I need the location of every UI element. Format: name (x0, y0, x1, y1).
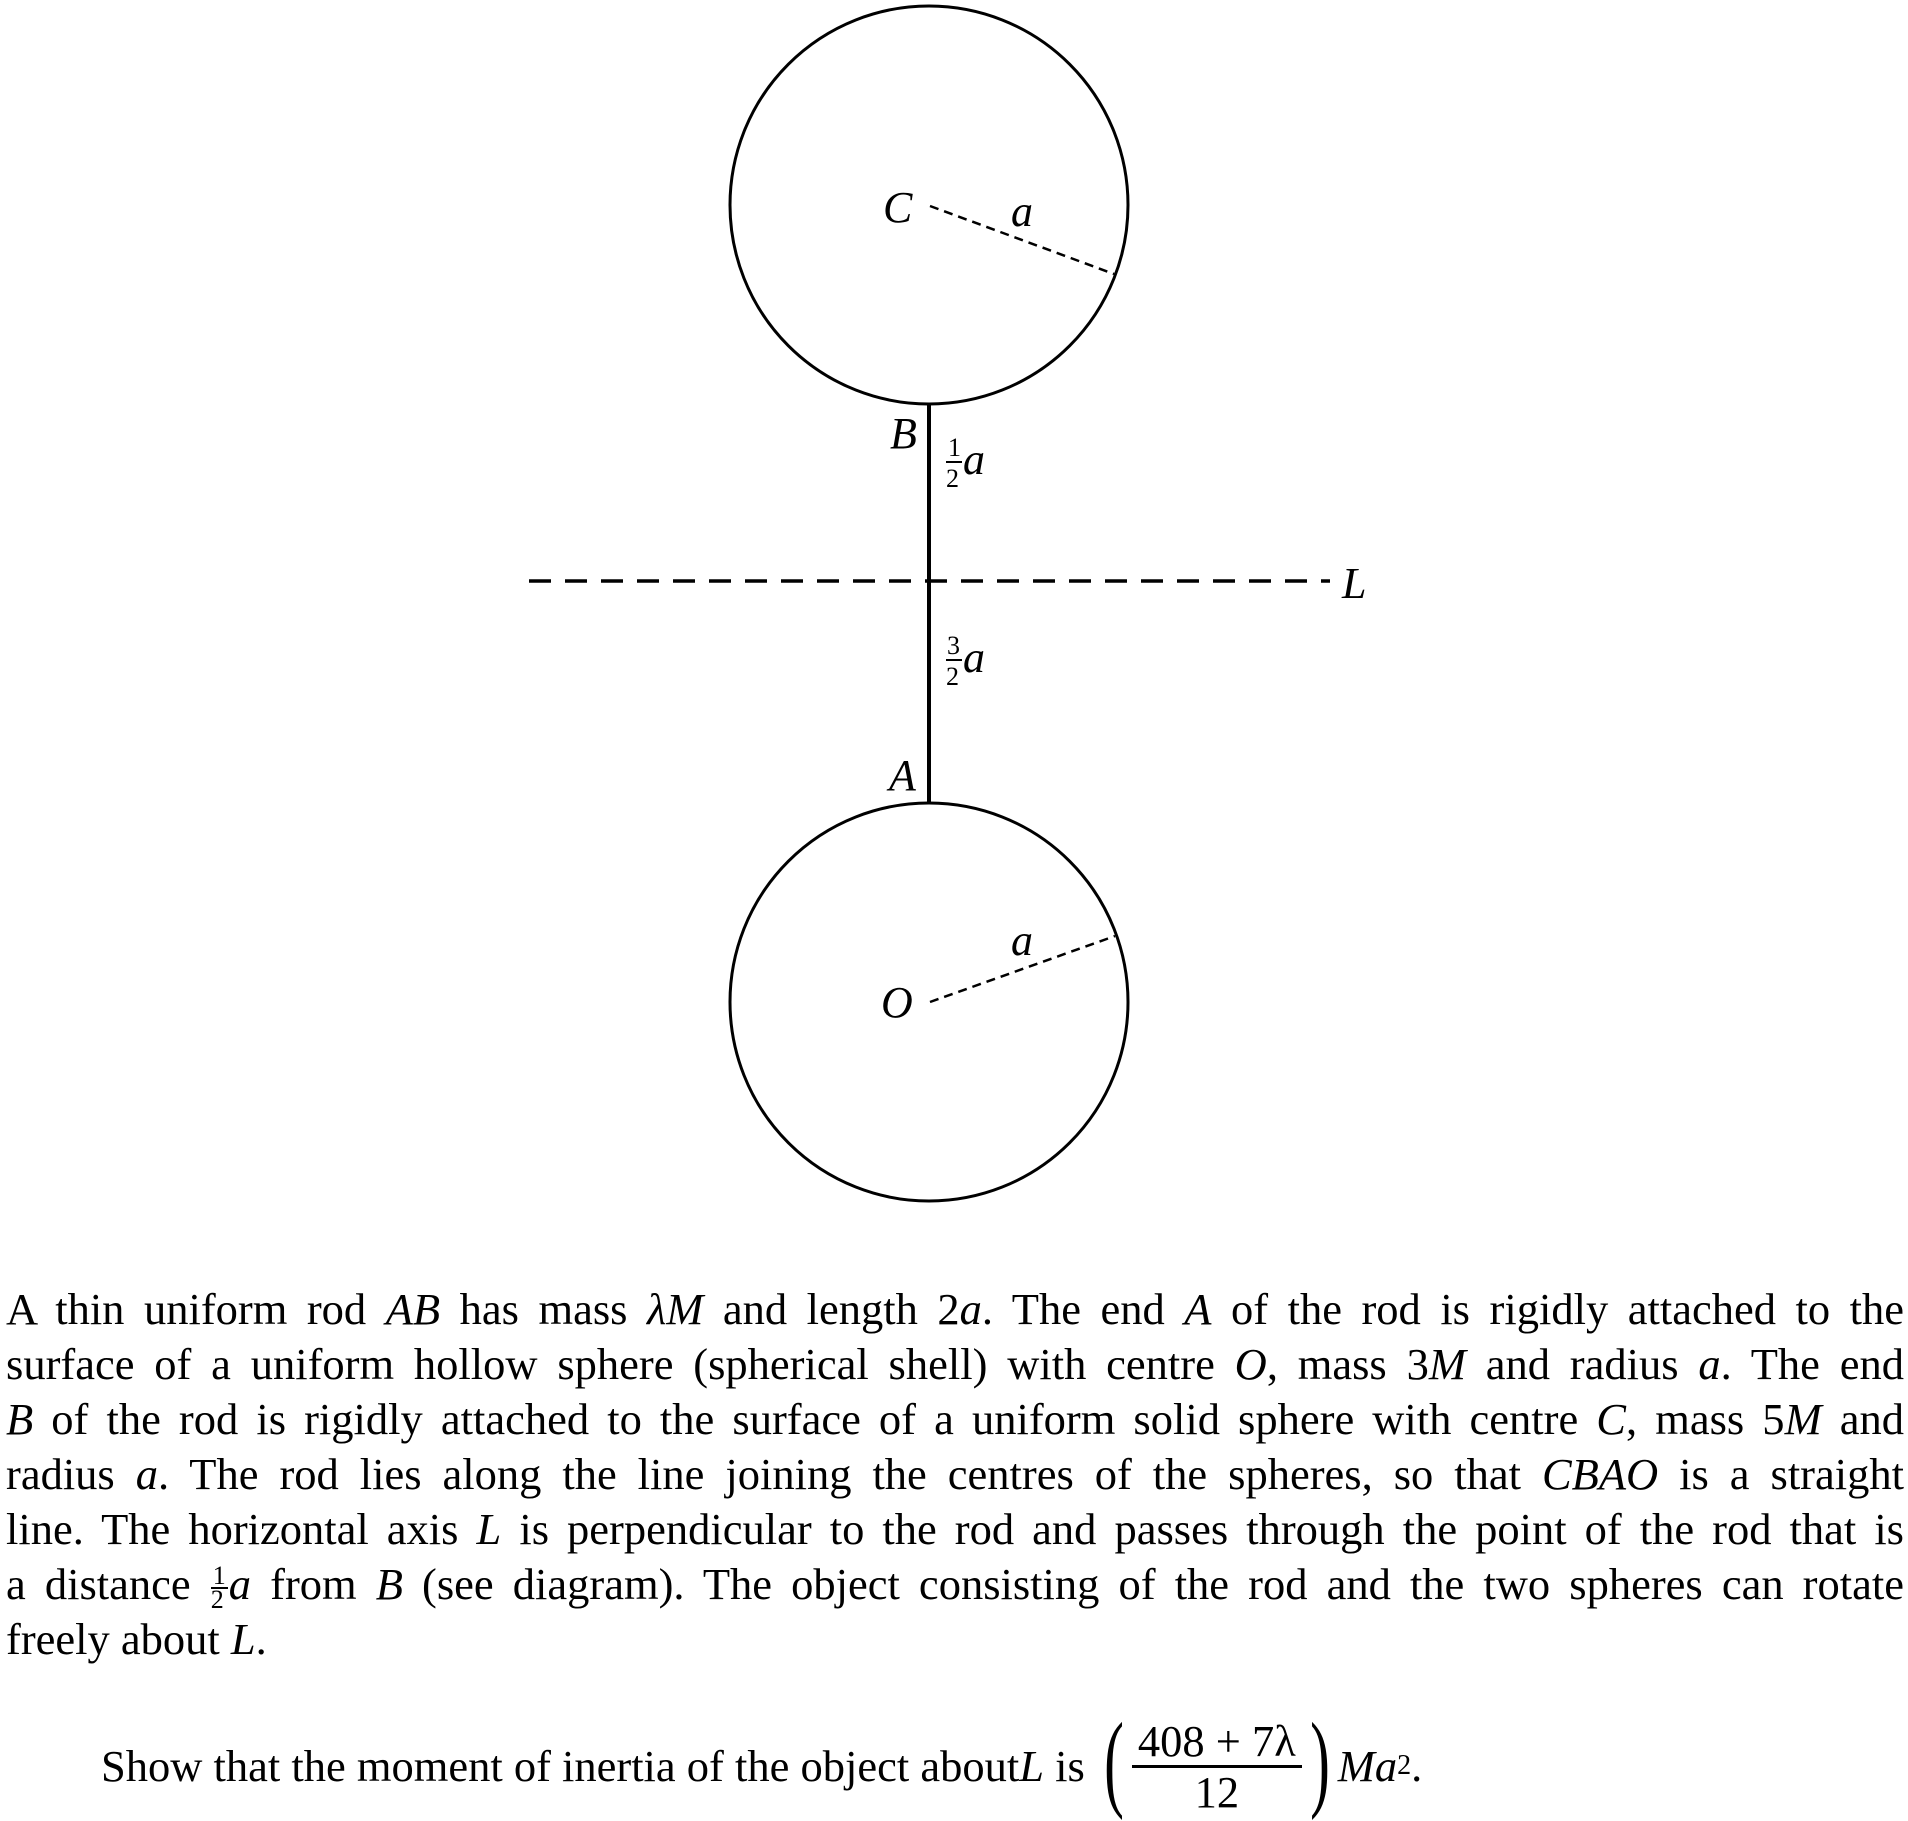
bottom-sphere-outline (728, 801, 1130, 1203)
bottom-sphere-radius-dashed (929, 934, 1116, 1004)
paragraph-line-4: radius a. The rod lies along the line jo… (6, 1449, 1904, 1499)
paragraph-line-2: surface of a uniform hollow sphere (sphe… (6, 1339, 1904, 1389)
label-half-a: 1 2 a (946, 433, 985, 493)
svg-text:a: a (963, 435, 985, 484)
question-suffix-var: Ma (1337, 1741, 1398, 1791)
moment-fraction: 408 + 7λ 12 (1131, 1718, 1302, 1817)
label-B: B (890, 409, 917, 458)
svg-text:2: 2 (946, 662, 959, 691)
question-statement: Show that the moment of inertia of the o… (101, 1702, 1423, 1821)
problem-paragraph: A thin uniform rod AB has mass λM and le… (6, 1282, 1904, 1667)
question-axis: L (1019, 1741, 1044, 1791)
label-bottom-radius-a: a (1011, 916, 1033, 965)
rod-spheres-diagram: C a B A 1 2 a 3 2 a L O a (529, 4, 1366, 1203)
svg-text:2: 2 (946, 464, 959, 493)
label-A: A (886, 751, 917, 800)
top-sphere-outline (728, 4, 1130, 406)
svg-text:1: 1 (948, 433, 961, 462)
close-paren: ) (1309, 1702, 1330, 1821)
paragraph-line-3: B of the rod is rigidly attached to the … (6, 1394, 1904, 1444)
question-is: is (1043, 1741, 1096, 1791)
label-top-radius-a: a (1011, 187, 1033, 236)
fraction-denominator: 12 (1194, 1766, 1240, 1817)
label-C: C (883, 183, 913, 232)
top-sphere-radius-dashed (929, 204, 1115, 276)
label-O: O (881, 978, 913, 1027)
svg-text:3: 3 (947, 631, 960, 660)
svg-text:a: a (963, 633, 985, 682)
paragraph-line-1: A thin uniform rod AB has mass λM and le… (6, 1284, 1904, 1334)
label-three-halves-a: 3 2 a (946, 631, 985, 691)
question-prefix: Show that the moment of inertia of the o… (101, 1741, 1020, 1791)
paragraph-line-5: line. The horizontal axis L is perpendic… (6, 1504, 1904, 1554)
paragraph-line-7: freely about L. (6, 1614, 267, 1664)
question-end: . (1411, 1741, 1423, 1791)
label-L: L (1341, 559, 1366, 608)
open-paren: ( (1103, 1702, 1124, 1821)
fraction-numerator: 408 + 7λ (1131, 1718, 1302, 1768)
